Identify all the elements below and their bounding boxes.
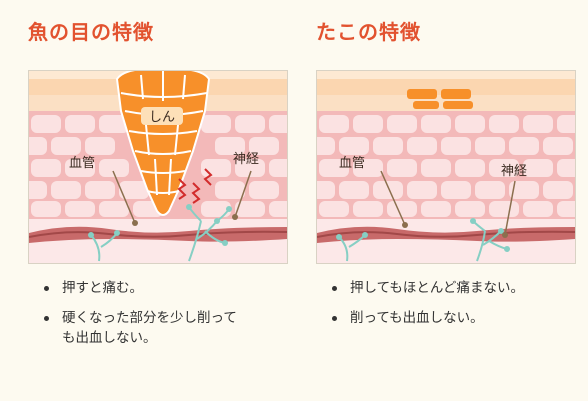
- blood-vessel: [317, 226, 575, 243]
- corn-core: [115, 71, 211, 216]
- core-label: しん: [149, 110, 175, 125]
- corn-diagram: しん: [28, 70, 288, 264]
- list-item: 硬くなった部分を少し削って も出血しない。: [38, 308, 300, 348]
- callus-features-list: 押してもほとんど痛まない。 削っても出血しない。: [326, 278, 588, 338]
- callus-diagram: 血管 神経: [316, 70, 576, 264]
- nerve-label: 神経: [501, 164, 527, 179]
- pain-marks: [177, 168, 213, 204]
- callus: [407, 89, 473, 109]
- surface-layer: [317, 71, 575, 79]
- list-item: 押すと痛む。: [38, 278, 300, 298]
- corn-features-list: 押すと痛む。 硬くなった部分を少し削って も出血しない。: [38, 278, 300, 358]
- nerve-leader: [504, 180, 516, 236]
- corn-title: 魚の目の特徴: [28, 20, 154, 44]
- list-item: 押してもほとんど痛まない。: [326, 278, 588, 298]
- skin-cells: [29, 115, 287, 217]
- vessel-label: 血管: [339, 156, 365, 171]
- nerve-leader: [234, 170, 252, 218]
- list-item: 削っても出血しない。: [326, 308, 588, 328]
- skin-cells: [317, 115, 575, 217]
- vessel-label: 血管: [69, 156, 95, 171]
- nerve-label: 神経: [233, 152, 259, 167]
- vessel-leader: [112, 170, 136, 224]
- vessel-leader: [380, 170, 406, 226]
- callus-title: たこの特徴: [316, 20, 421, 44]
